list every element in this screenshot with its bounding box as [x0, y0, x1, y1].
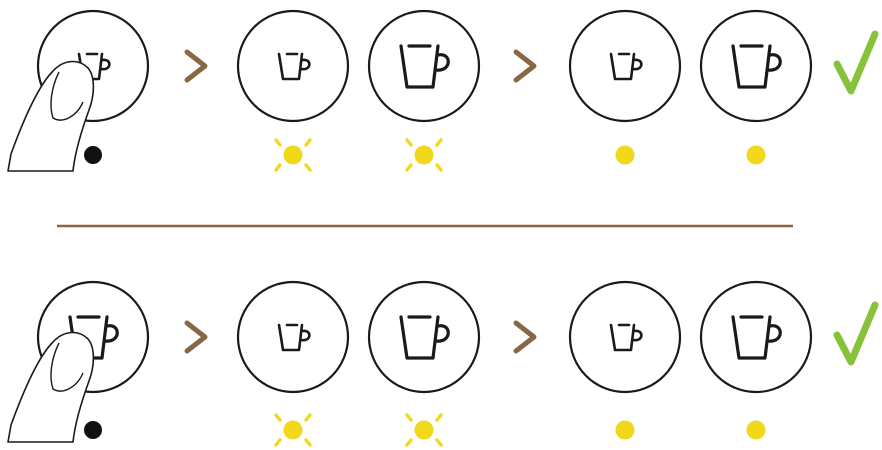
led-dot	[616, 146, 635, 165]
button-ring	[701, 282, 811, 392]
led-dot	[415, 146, 434, 165]
indicator-off-dot	[84, 421, 102, 439]
pressing-finger-icon	[8, 62, 93, 171]
indicator-blinking	[407, 415, 441, 445]
blink-ray	[306, 165, 310, 170]
sequence-row-lungo	[8, 282, 875, 445]
blink-ray	[437, 165, 441, 170]
indicator-steady	[616, 146, 635, 165]
espresso-button[interactable]	[238, 11, 348, 121]
pressing-finger-icon	[8, 333, 93, 442]
blink-ray	[276, 140, 280, 145]
indicator-steady	[616, 421, 635, 440]
indicator-steady	[747, 146, 766, 165]
indicator-blinking	[276, 140, 310, 170]
lungo-button[interactable]	[369, 11, 479, 121]
button-ring	[369, 11, 479, 121]
finger-outline	[8, 62, 93, 171]
button-ring	[238, 282, 348, 392]
blink-ray	[306, 140, 310, 145]
blink-ray	[306, 415, 310, 420]
led-dot	[747, 146, 766, 165]
button-ring	[570, 11, 680, 121]
next-step-arrow-icon	[516, 52, 534, 80]
finger-outline	[8, 333, 93, 442]
next-step-arrow-icon	[516, 323, 534, 351]
indicator-off-dot	[84, 146, 102, 164]
led-dot	[747, 421, 766, 440]
next-step-arrow-icon	[187, 52, 205, 80]
espresso-button[interactable]	[238, 282, 348, 392]
blink-ray	[276, 165, 280, 170]
sequence-row-espresso	[8, 11, 875, 171]
blink-ray	[407, 440, 411, 445]
led-dot	[284, 146, 303, 165]
espresso-button[interactable]	[570, 282, 680, 392]
next-step-arrow-icon	[187, 323, 205, 351]
success-check-icon	[837, 34, 875, 91]
led-dot	[284, 421, 303, 440]
success-check-icon	[837, 305, 875, 362]
indicator-blinking	[407, 140, 441, 170]
espresso-button[interactable]	[570, 11, 680, 121]
button-ring	[369, 282, 479, 392]
button-ring	[701, 11, 811, 121]
indicator-blinking	[276, 415, 310, 445]
button-ring	[570, 282, 680, 392]
button-ring	[238, 11, 348, 121]
blink-ray	[276, 415, 280, 420]
lungo-button[interactable]	[701, 282, 811, 392]
blink-ray	[306, 440, 310, 445]
blink-ray	[437, 440, 441, 445]
blink-ray	[437, 415, 441, 420]
lungo-button[interactable]	[369, 282, 479, 392]
blink-ray	[276, 440, 280, 445]
led-dot	[415, 421, 434, 440]
indicator-steady	[747, 421, 766, 440]
blink-ray	[407, 165, 411, 170]
lungo-button[interactable]	[701, 11, 811, 121]
blink-ray	[407, 415, 411, 420]
led-dot	[616, 421, 635, 440]
blink-ray	[407, 140, 411, 145]
blink-ray	[437, 140, 441, 145]
